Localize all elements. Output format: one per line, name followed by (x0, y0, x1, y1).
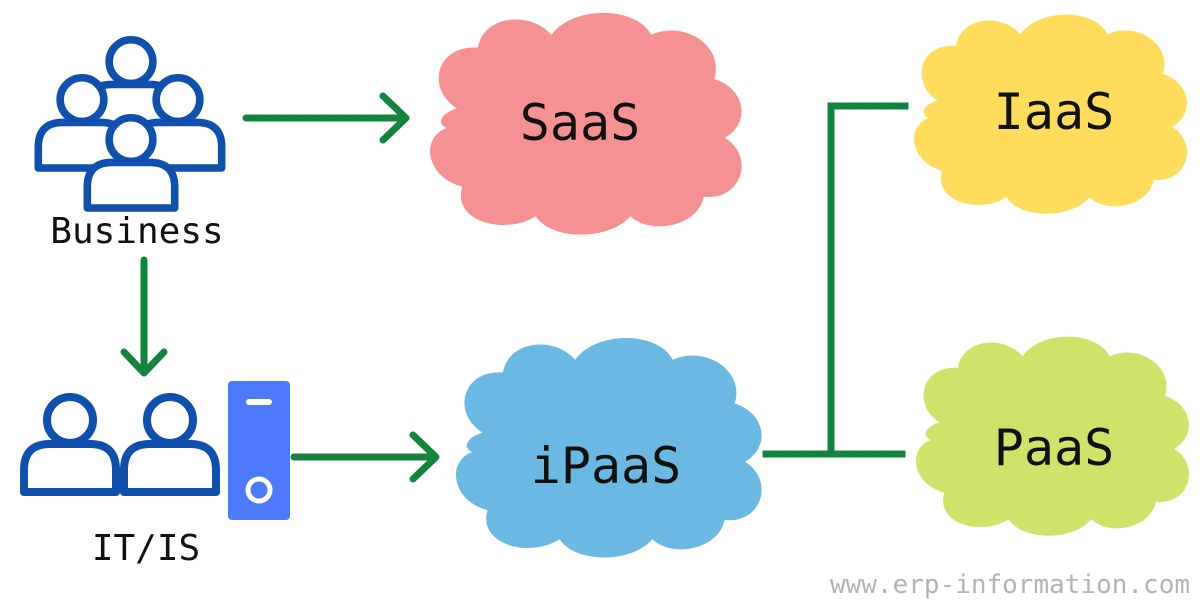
connector-ipaas-to-iaas-paas (762, 102, 909, 458)
business-label: Business (50, 211, 223, 252)
arrow-itis-to-ipaas (290, 431, 440, 483)
arrow-business-to-saas (242, 92, 410, 144)
paas-label: PaaS (994, 419, 1114, 477)
arrow-business-to-itis (120, 256, 168, 377)
iaas-cloud: IaaS (914, 14, 1187, 214)
saas-label: SaaS (520, 94, 640, 152)
ipaas-label: iPaaS (531, 437, 682, 495)
people-group-icon (38, 40, 221, 208)
saas-cloud: SaaS (430, 12, 742, 235)
ipaas-cloud: iPaaS (456, 338, 762, 558)
server-icon (228, 381, 290, 520)
paas-cloud: PaaS (916, 336, 1189, 536)
iaas-label: IaaS (994, 83, 1114, 141)
watermark: www.erp-information.com (830, 570, 1190, 600)
itis-label: IT/IS (92, 528, 200, 569)
people-pair-icon (24, 397, 216, 492)
